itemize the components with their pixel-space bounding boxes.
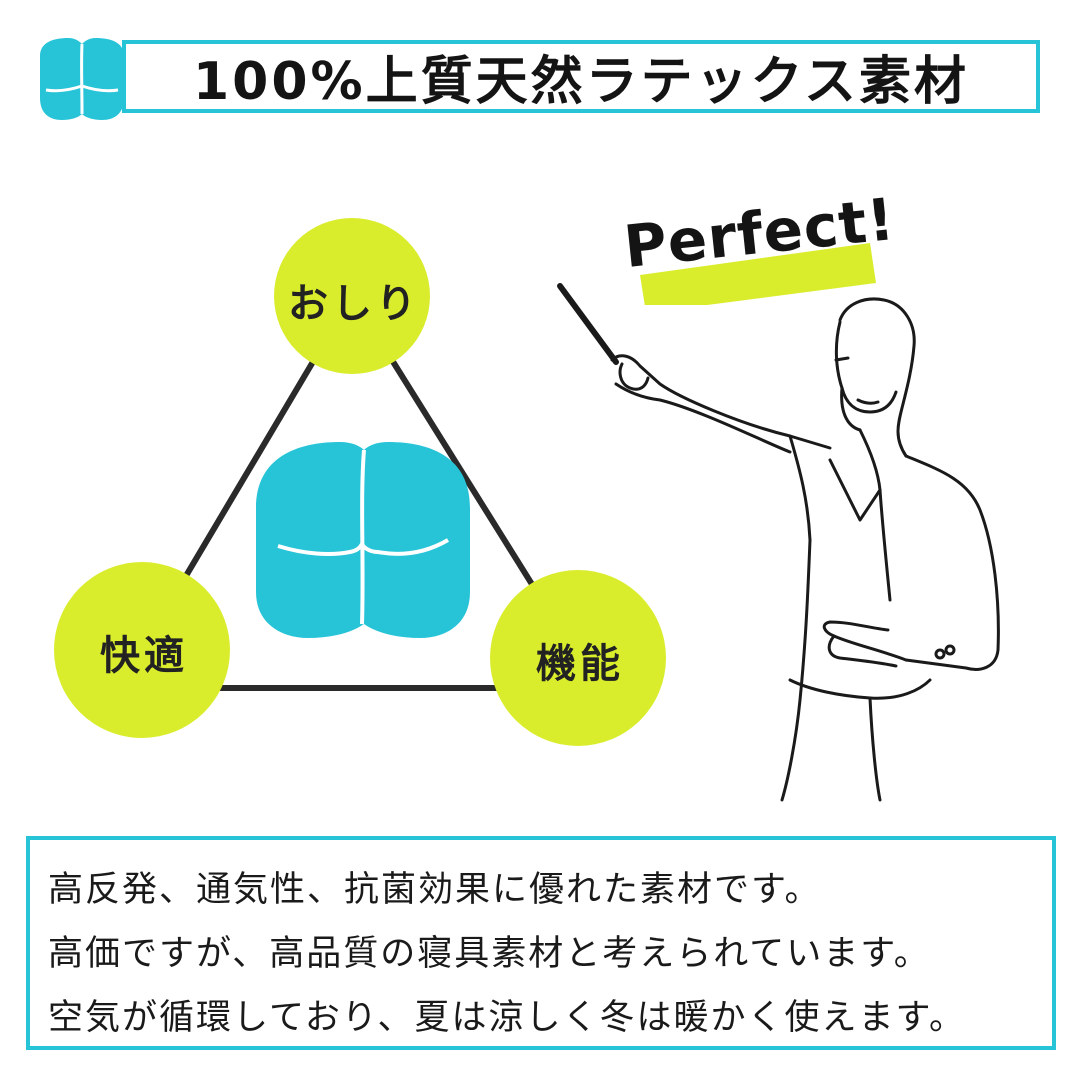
label-right: 機能 (536, 641, 624, 687)
seat-cushion-icon (40, 38, 124, 120)
description-line-2: 高価ですが、高品質の寝具素材と考えられています。 (48, 934, 931, 974)
description-line-1: 高反発、通気性、抗菌効果に優れた素材です。 (48, 870, 822, 910)
highlight-stripe (640, 243, 876, 305)
description-box: 高反発、通気性、抗菌効果に優れた素材です。 高価ですが、高品質の寝具素材と考えら… (26, 836, 1056, 1050)
center-cushion-icon (256, 442, 470, 638)
perfect-callout: Perfect! (620, 185, 898, 305)
businesswoman-pointer-illustration (557, 283, 1000, 802)
circle-right (490, 570, 666, 746)
header-banner: 100%上質天然ラテックス素材 (122, 40, 1040, 113)
circle-left (54, 562, 230, 738)
label-top: おしり (288, 281, 420, 327)
description-line-3: 空気が循環しており、夏は涼しく冬は暖かく使えます。 (48, 998, 967, 1038)
circle-top (274, 218, 430, 374)
label-left: 快適 (100, 633, 188, 679)
header-title: 100%上質天然ラテックス素材 (192, 52, 970, 112)
